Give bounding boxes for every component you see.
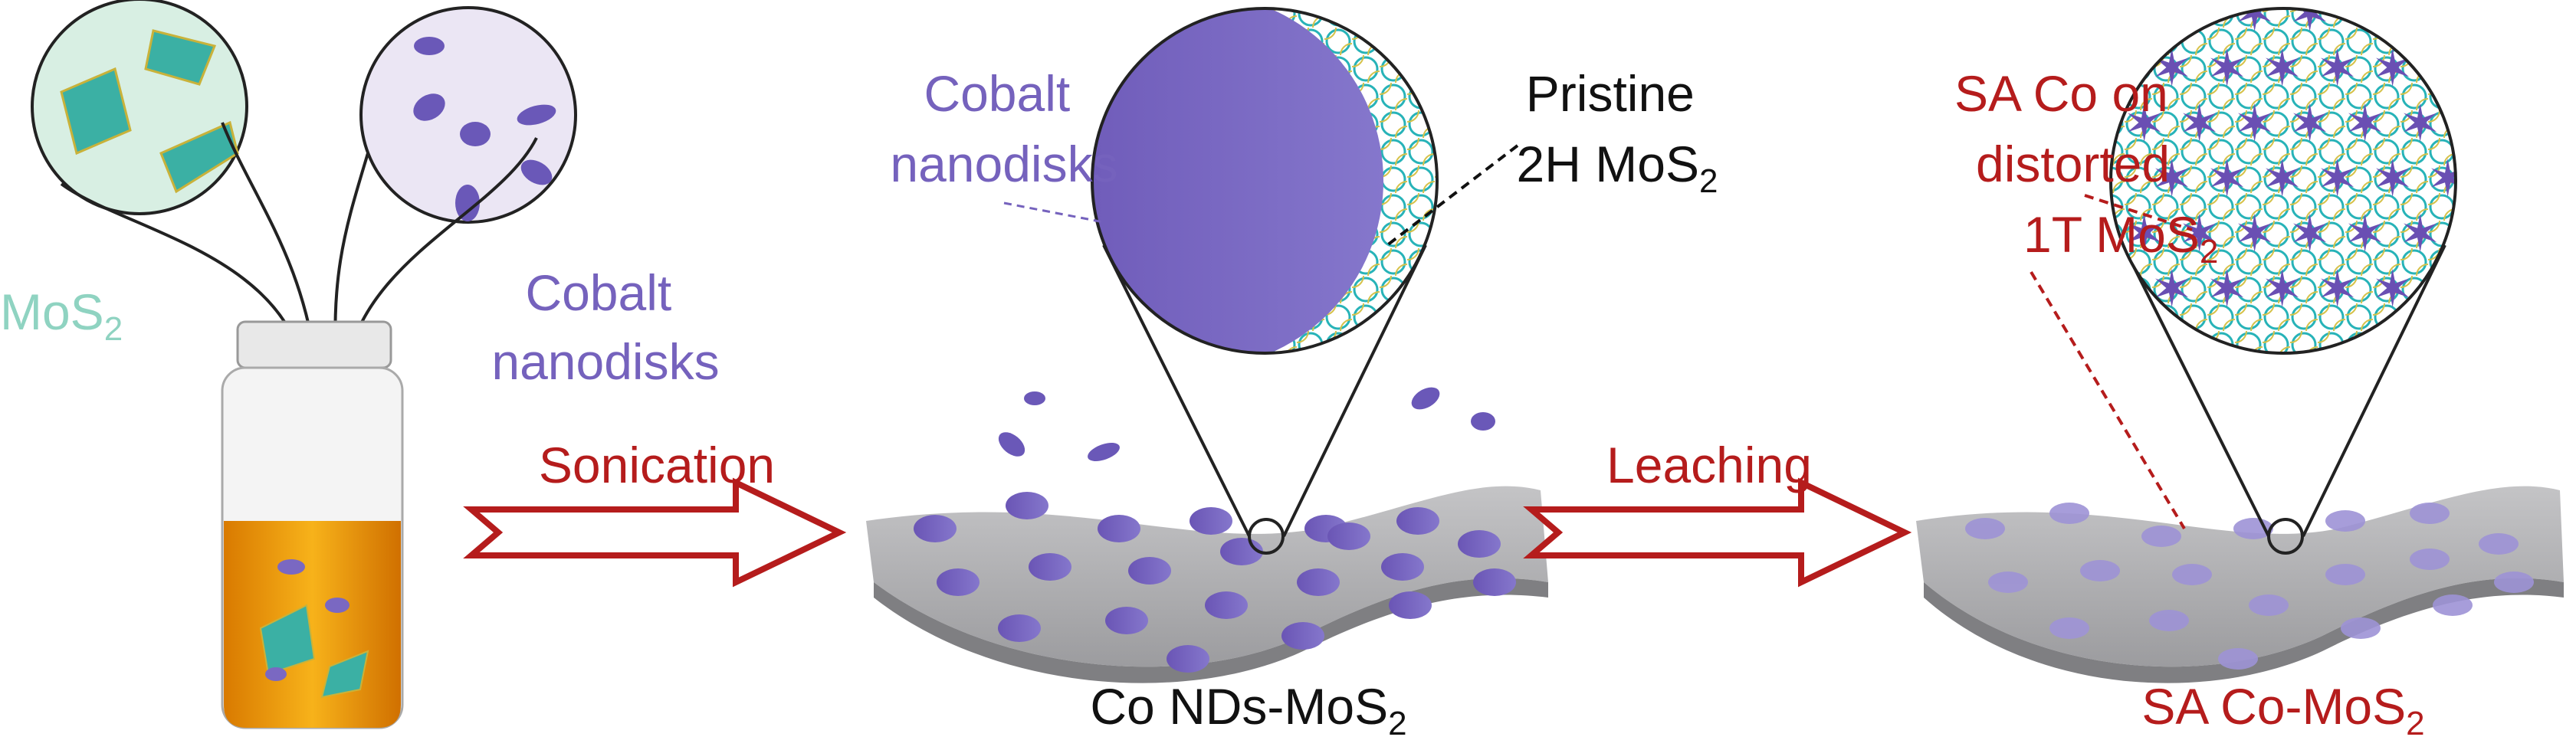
single-atom-co-icon: ✶ (2427, 40, 2469, 97)
nanodisk (2341, 617, 2381, 639)
nanodisk (1205, 591, 1248, 619)
single-atom-co-icon: ✶ (2289, 95, 2331, 152)
single-atom-co-icon: ✶ (2206, 150, 2248, 207)
single-atom-co-icon: ✶ (2427, 150, 2469, 207)
nanodisk (2049, 617, 2089, 639)
single-atom-co-icon: ✶ (2123, 0, 2165, 41)
single-atom-co-icon: ✶ (2233, 205, 2276, 262)
co-nds-mos2-label: Co NDs-MoS2 (1090, 678, 1406, 742)
nanodisk (1105, 607, 1148, 634)
single-atom-co-icon: ✶ (2371, 150, 2414, 207)
single-atom-co-icon: ✶ (2289, 205, 2331, 262)
nanodisk (2325, 510, 2365, 532)
nanodisk (2049, 503, 2089, 524)
single-atom-co-icon: ✶ (2399, 95, 2441, 152)
nanodisk (998, 614, 1041, 642)
single-atom-co-icon: ✶ (2206, 260, 2248, 317)
sa-co-distorted-label: SA Co on distorted 1T MoS2 (1954, 65, 2218, 270)
sa-co-mos2-sheet (1916, 486, 2564, 683)
single-atom-co-icon: ✶ (2289, 0, 2331, 41)
single-atom-co-icon: ✶ (2178, 95, 2220, 152)
nanodisk (2325, 564, 2365, 585)
single-atom-co-icon: ✶ (2261, 260, 2303, 317)
single-atom-co-icon: ✶ (2316, 40, 2358, 97)
single-atom-co-icon: ✶ (2399, 0, 2441, 41)
nanodisk (2410, 503, 2450, 524)
cobalt-inset-circle (359, 6, 577, 224)
pristine-pointer-arrow (1386, 144, 1519, 247)
nanodisk (1281, 622, 1324, 650)
nanodisk (2141, 526, 2181, 547)
nanodisk (2410, 549, 2450, 570)
flying-disks (998, 387, 1495, 462)
nanodisk (914, 515, 957, 542)
single-atom-co-icon: ✶ (2151, 260, 2193, 317)
zoom-circle-2: ✶✶✶✶✶✶✶✶✶✶✶✶✶✶✶✶✶✶✶✶✶✶✶✶✶✶✶✶✶✶✶✶✶✶✶✶ (2111, 0, 2469, 353)
nanodisk (2172, 564, 2212, 585)
nanodisk (1190, 507, 1232, 535)
nanodisk (2218, 648, 2258, 670)
single-atom-co-icon: ✶ (2344, 205, 2386, 262)
nanodisk (2249, 594, 2289, 616)
zoom-cone-2 (2122, 244, 2446, 555)
mos2-inset-circle (31, 0, 248, 215)
sonication-arrow (463, 477, 847, 588)
zoom-cone-1 (1102, 244, 1427, 555)
nanodisk (1381, 553, 1424, 581)
vial (221, 320, 404, 729)
nanodisk (2494, 572, 2534, 593)
nanodisk (1297, 568, 1340, 596)
nanodisk (1098, 515, 1140, 542)
single-atom-co-icon: ✶ (2178, 0, 2220, 41)
zoom1-cobalt-label: Cobalt nanodisks (890, 65, 1117, 192)
single-atom-co-icon: ✶ (2178, 205, 2220, 262)
sheet-pointer-arrow (2030, 270, 2186, 530)
sa-co-pointer-arrow (2084, 194, 2193, 231)
single-atom-co-icon: ✶ (2316, 260, 2358, 317)
single-atom-co-icon: ✶ (2371, 260, 2414, 317)
cobalt-nanodisks-label: Cobalt nanodisks (491, 264, 719, 390)
nanodisk (2433, 594, 2473, 616)
nanodisk (1389, 591, 1432, 619)
single-atom-co-icon: ✶ (2261, 40, 2303, 97)
nanodisk (1006, 492, 1048, 519)
single-atom-co-icon: ✶ (2233, 95, 2276, 152)
nanodisk (1458, 530, 1501, 558)
sa-co-mos2-label: SA Co-MoS2 (2141, 678, 2424, 742)
co-nds-mos2-sheet (866, 486, 1548, 683)
nanodisk (1988, 572, 2028, 593)
nanodisk (1396, 507, 1439, 535)
leaching-label: Leaching (1606, 437, 1812, 493)
leaching-arrow (1523, 477, 1912, 588)
nanodisk (1128, 557, 1171, 585)
single-atom-co-icon: ✶ (2206, 40, 2248, 97)
single-atom-co-icon: ✶ (2151, 150, 2193, 207)
nanodisk (937, 568, 980, 596)
nanodisk (1029, 553, 1071, 581)
nanodisk (1327, 522, 1370, 550)
pristine-2h-label: Pristine 2H MoS2 (1517, 65, 1718, 200)
nanodisk (1167, 645, 1209, 673)
mos2-label: MoS2 (0, 283, 123, 348)
single-atom-co-icon: ✶ (2233, 0, 2276, 41)
single-atom-co-icon: ✶ (2261, 150, 2303, 207)
nanodisk (2080, 560, 2120, 581)
single-atom-co-icon: ✶ (2316, 150, 2358, 207)
single-atom-co-icon: ✶ (2399, 205, 2441, 262)
sonication-label: Sonication (539, 437, 775, 493)
cobalt-pointer-arrow (1003, 201, 1104, 224)
single-atom-co-icon: ✶ (2344, 95, 2386, 152)
nanodisk (2149, 610, 2189, 631)
nanodisk (1473, 568, 1516, 596)
nanodisk (2479, 533, 2519, 555)
nanodisk (1965, 518, 2005, 539)
